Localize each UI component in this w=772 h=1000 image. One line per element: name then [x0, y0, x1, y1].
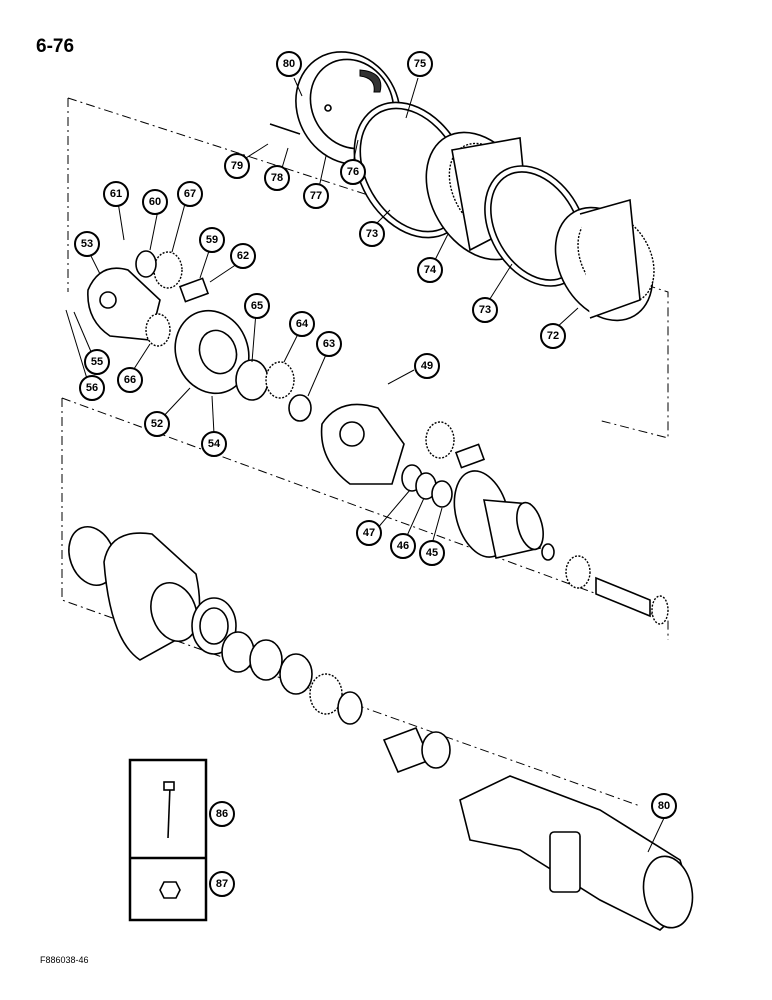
figure-code: F886038-46	[40, 955, 89, 965]
svg-text:74: 74	[424, 264, 437, 276]
svg-text:76: 76	[347, 166, 359, 178]
callout-63: 63	[316, 331, 342, 357]
svg-text:73: 73	[366, 228, 378, 240]
planet-carrier-53	[87, 267, 161, 341]
callout-87: 87	[209, 871, 235, 897]
callout-47: 47	[356, 520, 382, 546]
callout-66: 66	[117, 367, 143, 393]
svg-text:54: 54	[208, 438, 221, 450]
callout-62: 62	[230, 243, 256, 269]
svg-text:86: 86	[216, 808, 228, 820]
svg-text:87: 87	[216, 878, 228, 890]
axle-housing	[382, 726, 694, 931]
spindle-hub	[453, 470, 544, 559]
callout-61: 61	[103, 181, 129, 207]
callout-65: 65	[244, 293, 270, 319]
callout-78: 78	[264, 165, 290, 191]
axle-shaft	[541, 543, 669, 625]
callout-45: 45	[419, 540, 445, 566]
callout-55: 55	[84, 349, 110, 375]
secondary-carrier	[320, 403, 486, 485]
bearing-races	[191, 597, 363, 725]
svg-text:78: 78	[271, 172, 283, 184]
callout-80-top: 80	[276, 51, 302, 77]
callout-49: 49	[414, 353, 440, 379]
svg-text:75: 75	[414, 58, 426, 70]
callout-59: 59	[199, 227, 225, 253]
hub-52	[174, 309, 250, 395]
snap-ring-65	[235, 359, 269, 401]
callout-86: 86	[209, 801, 235, 827]
svg-text:62: 62	[237, 250, 249, 262]
planet-gear-67	[153, 251, 183, 289]
ring-gear-72	[554, 198, 655, 322]
bearing-60	[135, 250, 157, 278]
bolt-79	[269, 123, 301, 135]
svg-text:65: 65	[251, 300, 263, 312]
svg-text:72: 72	[547, 330, 559, 342]
svg-text:45: 45	[426, 547, 438, 559]
assembly-lines	[61, 97, 669, 807]
callout-80-bottom: 80	[651, 793, 677, 819]
page-number: 6-76	[36, 36, 75, 57]
wheel-hub	[68, 526, 201, 661]
svg-text:56: 56	[86, 382, 98, 394]
svg-text:49: 49	[421, 360, 433, 372]
inset-box	[128, 758, 208, 922]
callout-72: 72	[540, 323, 566, 349]
svg-text:53: 53	[81, 238, 93, 250]
callout-53: 53	[74, 231, 100, 257]
pin-59	[178, 277, 210, 303]
svg-text:73: 73	[479, 304, 491, 316]
svg-text:77: 77	[310, 190, 322, 202]
svg-text:80: 80	[283, 58, 295, 70]
svg-text:64: 64	[296, 318, 309, 330]
callout-77: 77	[303, 183, 329, 209]
svg-text:80: 80	[658, 800, 670, 812]
leader-lines	[65, 77, 665, 853]
callout-56: 56	[79, 375, 105, 401]
callout-73-lower: 73	[472, 297, 498, 323]
callout-76: 76	[340, 159, 366, 185]
callout-46: 46	[390, 533, 416, 559]
svg-text:63: 63	[323, 338, 335, 350]
callout-54: 54	[201, 431, 227, 457]
svg-text:55: 55	[91, 356, 103, 368]
svg-text:61: 61	[110, 188, 122, 200]
callout-64: 64	[289, 311, 315, 337]
callout-73-upper: 73	[359, 221, 385, 247]
callout-52: 52	[144, 411, 170, 437]
seal-47-46-45	[401, 464, 453, 508]
svg-text:59: 59	[206, 234, 218, 246]
callout-75: 75	[407, 51, 433, 77]
callout-60: 60	[142, 189, 168, 215]
svg-text:66: 66	[124, 374, 136, 386]
callout-67: 67	[177, 181, 203, 207]
svg-text:79: 79	[231, 160, 243, 172]
svg-text:67: 67	[184, 188, 196, 200]
svg-text:46: 46	[397, 540, 409, 552]
sun-gear-64	[265, 361, 295, 399]
callout-79: 79	[224, 153, 250, 179]
svg-text:60: 60	[149, 196, 161, 208]
svg-text:52: 52	[151, 418, 163, 430]
callout-74: 74	[417, 257, 443, 283]
svg-text:47: 47	[363, 527, 375, 539]
washer-63	[288, 394, 312, 422]
spline-shaft-66	[145, 313, 171, 347]
